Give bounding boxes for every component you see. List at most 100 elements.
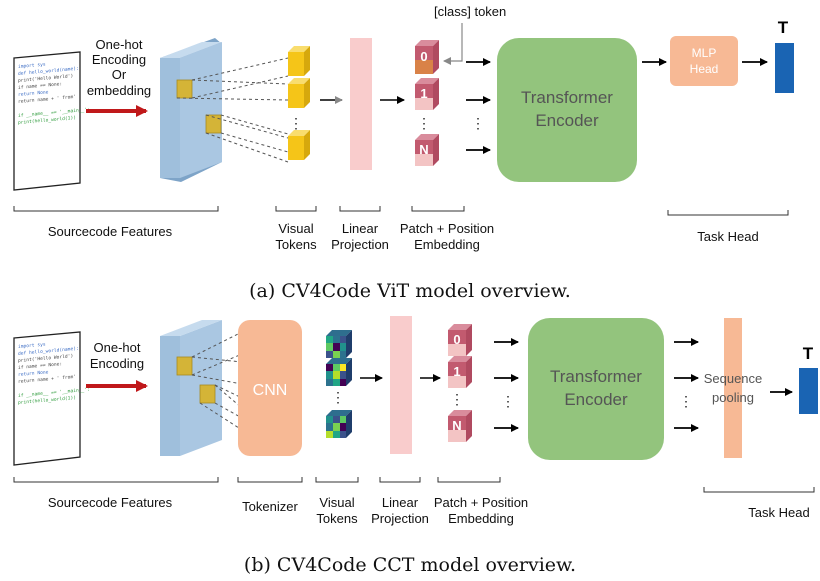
vit-patch-label-2: Embedding: [414, 237, 480, 252]
cct-patch-label-2: Embedding: [448, 511, 514, 526]
vit-slab-patch-1: [176, 79, 193, 99]
cct-encoding-label-2: Encoding: [90, 356, 144, 371]
visual-token-cube: [288, 46, 310, 76]
cct-output-bar: [799, 368, 818, 414]
vit-patch-projections: [176, 57, 289, 163]
vit-patch-label-1: Patch + Position: [400, 221, 494, 236]
code-line: return None: [18, 369, 49, 378]
vit-token-0-label: 0: [420, 49, 427, 64]
cct-sequence-pooling-bar: [724, 318, 742, 458]
cct-pooling-label-2: pooling: [712, 390, 754, 405]
vit-mlp-label-1: MLP: [692, 46, 717, 60]
vit-visual-tokens-label-1: Visual: [278, 221, 313, 236]
vit-linear-label-1: Linear: [342, 221, 379, 236]
vit-output-bar: [775, 43, 794, 93]
cct-tokenizer-label: Tokenizer: [242, 499, 298, 514]
vit-transformer-label-1: Transformer: [521, 88, 613, 107]
vit-source-code-document: import sys def hello_world(name): print(…: [13, 51, 90, 191]
cct-transformer-encoder: [528, 318, 664, 460]
embedding-cube: 1: [415, 78, 439, 110]
visual-token-cube: [326, 410, 352, 438]
cct-token-1-label: 1: [453, 364, 460, 379]
vit-linear-projection-bar: [350, 38, 372, 170]
vit-task-head-label: Task Head: [697, 229, 758, 244]
vit-embedding-cubes: 0 1 ⋮ N: [415, 40, 439, 166]
vit-token-n-label: N: [419, 142, 428, 157]
cct-output-label: T: [803, 344, 814, 363]
cct-visual-tokens-label-1: Visual: [319, 495, 354, 510]
cct-transformer-label-2: Encoder: [564, 390, 628, 409]
vertical-ellipsis: ⋮: [471, 115, 485, 131]
cct-pooling-label-1: Sequence: [704, 371, 763, 386]
vit-visual-token-cubes: ⋮: [288, 46, 310, 160]
cct-feature-slab: [160, 320, 222, 456]
cct-slab-front: [160, 336, 180, 456]
vit-diagram: import sys def hello_world(name): print(…: [13, 4, 794, 302]
cct-slab-patch-1: [176, 356, 193, 376]
cct-cnn-block: [238, 320, 302, 456]
vit-brackets: [13, 206, 789, 216]
cct-token-n-label: N: [452, 418, 461, 433]
cct-embedding-cubes: 0 1 ⋮ N: [448, 324, 472, 442]
embedding-cube: N: [448, 410, 472, 442]
code-line: print(hello_world(1)): [18, 395, 76, 406]
vertical-ellipsis: ⋮: [501, 393, 515, 409]
code-line: import sys: [18, 342, 46, 350]
vit-encoding-label-2: Encoding: [92, 52, 146, 67]
code-line: print(hello_world(1)): [18, 115, 76, 126]
cct-token-0-label: 0: [453, 332, 460, 347]
vit-encoding-label-1: One-hot: [96, 37, 143, 52]
vertical-ellipsis: ⋮: [331, 389, 345, 405]
vit-mlp-head: [670, 36, 738, 86]
cct-caption: (b) CV4Code CCT model overview.: [244, 554, 576, 576]
code-line: return name + ' from': [18, 94, 76, 105]
vit-output-label: T: [778, 18, 789, 37]
cct-visual-tokens-label-2: Tokens: [316, 511, 358, 526]
embedding-cube: N: [415, 134, 439, 166]
cct-slab-patch-2: [199, 384, 216, 404]
code-line: def hello_world(name):: [18, 66, 79, 77]
class-token-cube: 0: [415, 40, 439, 74]
vit-slab-front: [160, 58, 180, 178]
vit-token-1-label: 1: [420, 86, 427, 101]
cct-linear-label-1: Linear: [382, 495, 419, 510]
cct-patch-projections: [191, 331, 243, 431]
code-line: def hello_world(name):: [18, 346, 79, 357]
cct-task-head-label: Task Head: [748, 505, 809, 520]
cct-diagram: import sys def hello_world(name): print(…: [13, 316, 818, 576]
vit-transformer-encoder: [497, 38, 637, 182]
vit-mlp-label-2: Head: [690, 62, 719, 76]
code-line: print('Hello World'): [18, 353, 73, 364]
embedding-cube: 1: [448, 356, 472, 388]
vertical-ellipsis: ⋮: [679, 393, 693, 409]
cct-linear-projection-bar: [390, 316, 412, 454]
vertical-ellipsis: ⋮: [417, 115, 431, 131]
vit-class-token-label: [class] token: [434, 4, 506, 19]
vit-class-token-arrow: [443, 23, 463, 65]
cct-visual-token-cubes: ⋮: [326, 330, 352, 438]
vertical-ellipsis: ⋮: [289, 115, 303, 131]
vit-visual-tokens-label-2: Tokens: [275, 237, 317, 252]
embedding-cube: 0: [448, 324, 472, 356]
vit-encoding-label-4: embedding: [87, 83, 151, 98]
vit-caption: (a) CV4Code ViT model overview.: [249, 280, 571, 302]
visual-token-cube: [288, 130, 310, 160]
vit-encoding-label-3: Or: [112, 67, 127, 82]
visual-token-cube: [288, 78, 310, 108]
code-line: if name == None:: [18, 361, 62, 371]
cct-linear-label-2: Projection: [371, 511, 429, 526]
vit-feature-slab: [160, 38, 222, 182]
cct-source-code-document: import sys def hello_world(name): print(…: [13, 331, 90, 466]
visual-token-cube: [326, 330, 352, 358]
cct-sourcecode-features-label: Sourcecode Features: [48, 495, 173, 510]
visual-token-cube: [326, 358, 352, 386]
cct-brackets: [13, 477, 815, 493]
cct-transformer-label-1: Transformer: [550, 367, 642, 386]
cct-encoding-label-1: One-hot: [94, 340, 141, 355]
code-line: import sys: [18, 62, 46, 70]
code-line: print('Hello World'): [18, 73, 73, 84]
vertical-ellipsis: ⋮: [450, 391, 464, 407]
vit-sourcecode-features-label: Sourcecode Features: [48, 224, 173, 239]
